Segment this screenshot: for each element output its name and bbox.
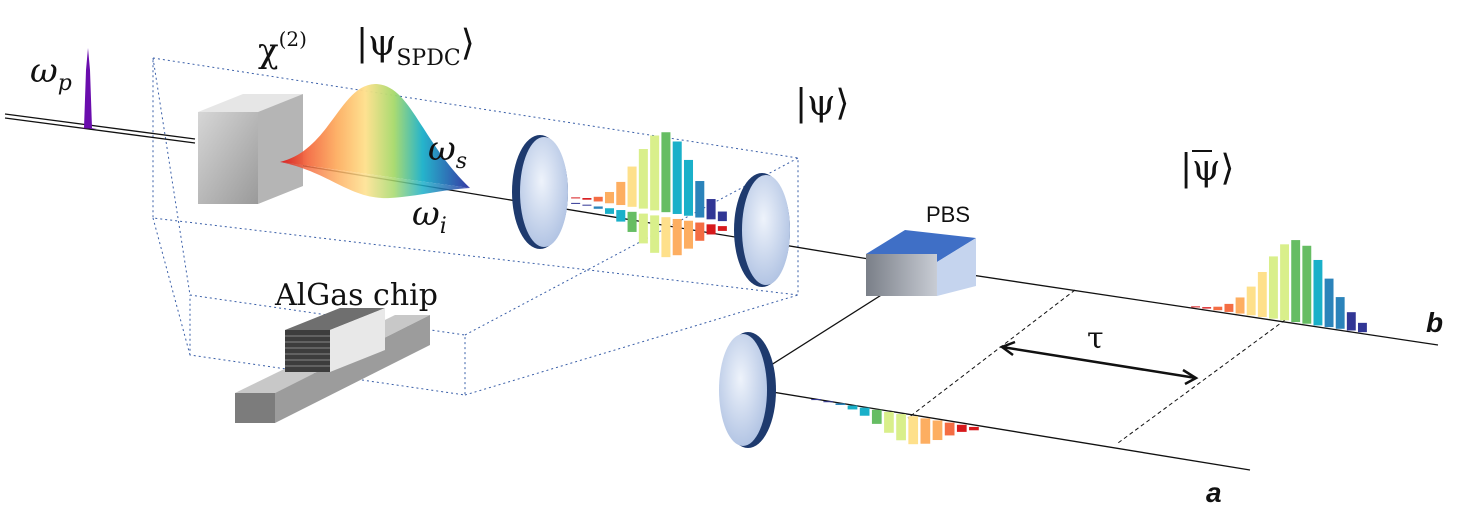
packet-bar	[1324, 278, 1334, 328]
packet-bar	[944, 422, 955, 436]
packet-bar	[672, 141, 682, 214]
packet-bar	[627, 166, 637, 207]
packet-bar	[604, 208, 615, 214]
spdc-spectrum	[280, 84, 470, 199]
packet-bar	[1191, 306, 1201, 308]
packet-bar	[1302, 245, 1312, 324]
packet-bar	[638, 213, 648, 244]
packet-bar	[835, 403, 846, 405]
packet-bar	[1235, 297, 1245, 314]
packet-bar	[683, 159, 694, 216]
packet-bar	[582, 204, 592, 206]
psi-bar-label: |ψ⟩	[1180, 148, 1234, 189]
wavepacket-bars	[571, 132, 1367, 445]
packet-bar	[672, 218, 682, 256]
pbs-label: PBS	[926, 202, 970, 227]
lens-1	[512, 135, 568, 249]
packet-bar	[1202, 307, 1212, 309]
pump-label: ωp	[30, 51, 72, 96]
packet-bar	[1346, 312, 1356, 331]
packet-bar	[661, 132, 671, 213]
packet-bar	[616, 210, 626, 222]
packet-bar	[956, 424, 967, 432]
packet-bar	[908, 416, 919, 445]
packet-bar	[1268, 256, 1278, 319]
port-b-label: b	[1426, 307, 1443, 338]
packet-bar	[650, 135, 660, 211]
packet-bar	[683, 220, 694, 249]
packet-bar	[969, 426, 979, 431]
packet-bar	[593, 206, 603, 209]
packet-bar	[717, 211, 727, 222]
packet-bar	[593, 196, 603, 202]
packet-bar	[1257, 271, 1267, 317]
labels: ωp χ(2) |ψSPDC⟩ |ψ⟩ |ψ⟩ ωs ωi AlGas chip…	[30, 23, 1443, 508]
psi-spdc-label: |ψSPDC⟩	[356, 23, 475, 71]
packet-bar	[1280, 244, 1290, 321]
packet-bar	[706, 199, 716, 220]
packet-bar	[859, 407, 870, 416]
pbs-cube	[866, 230, 976, 296]
packet-bar	[717, 226, 727, 231]
psi-label: |ψ⟩	[795, 83, 849, 124]
packet-bar	[1213, 306, 1223, 311]
packet-port-a	[811, 399, 979, 445]
delay-markers	[907, 289, 1286, 444]
packet-bar	[1313, 259, 1323, 326]
packet-bar	[1224, 303, 1234, 312]
chip-label: AlGas chip	[274, 278, 438, 313]
omega-s-label: ωs	[428, 129, 467, 174]
packet-signal-upper	[571, 132, 727, 222]
packet-bar	[582, 198, 592, 200]
packet-bar	[1335, 297, 1345, 329]
packet-bar	[616, 181, 626, 206]
tau-arrow	[999, 340, 1199, 386]
packet-bar	[627, 211, 637, 232]
algas-chip	[235, 308, 430, 423]
packet-bar	[847, 405, 858, 410]
packet-bar	[604, 191, 615, 204]
pump-pulse	[79, 48, 97, 129]
port-a-label: a	[1206, 477, 1222, 508]
packet-bar	[871, 409, 882, 424]
packet-port-b	[1191, 240, 1367, 333]
tau-label: τ	[1087, 321, 1104, 356]
packet-bar	[896, 414, 906, 441]
nonlinear-crystal	[198, 94, 303, 204]
mirror-a	[719, 332, 776, 448]
packet-bar	[1291, 240, 1301, 323]
packet-bar	[1246, 286, 1256, 316]
packet-bar	[650, 215, 660, 253]
packet-bar	[638, 149, 648, 209]
packet-bar	[695, 222, 705, 241]
packet-bar	[1357, 322, 1367, 333]
packet-bar	[884, 411, 894, 433]
packet-bar	[571, 197, 581, 199]
packet-bar	[920, 418, 931, 444]
packet-bar	[695, 181, 705, 218]
chi2-label: χ(2)	[258, 27, 307, 71]
packet-idler-lower	[571, 202, 727, 258]
packet-bar	[823, 401, 834, 403]
packet-bar	[932, 420, 943, 441]
packet-bar	[811, 399, 821, 401]
packet-bar	[706, 224, 716, 235]
lens-2	[734, 173, 790, 287]
packet-bar	[571, 202, 581, 204]
packet-bar	[661, 217, 671, 258]
omega-i-label: ωi	[412, 194, 447, 239]
